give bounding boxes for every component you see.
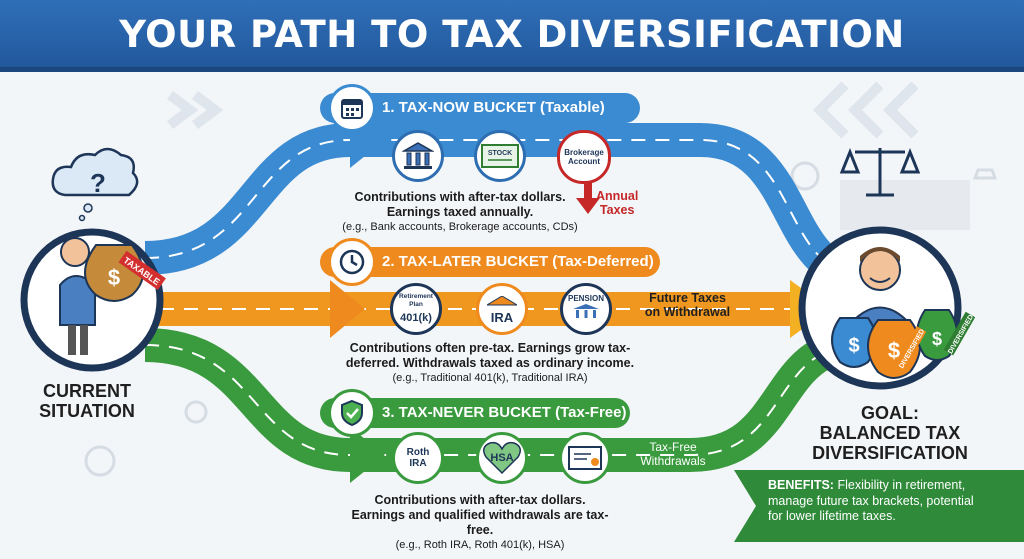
tax-now-main-1: Contributions with after-tax dollars. (354, 190, 566, 204)
tax-never-bucket-text: 3. TAX-NEVER BUCKET (Tax-Free) (382, 404, 627, 421)
tax-never-main-2: Earnings and qualified withdrawals are t… (351, 508, 609, 537)
tax-never-examples: (e.g., Roth IRA, Roth 401(k), HSA) (395, 539, 565, 551)
ira-icon: IRA (476, 283, 528, 335)
tax-never-bucket-label: 3. TAX-NEVER BUCKET (Tax-Free) (320, 389, 630, 437)
ira-label: IRA (490, 310, 514, 325)
pension-icon: PENSION (560, 283, 612, 335)
tax-later-description: Contributions often pre-tax. Earnings gr… (345, 341, 635, 385)
benefits-box: BENEFITS: Flexibility in retirement, man… (734, 470, 1024, 542)
hsa-heart-icon: HSA (476, 432, 528, 484)
shield-icon (328, 389, 376, 437)
retirement-plan-line-1: Retirement (399, 293, 433, 300)
clock-icon (328, 238, 376, 286)
tax-never-arrowhead (350, 427, 385, 483)
tax-now-bucket-label: 1. TAX-NOW BUCKET (Taxable) (320, 84, 640, 132)
benefits-heading: BENEFITS: (768, 478, 834, 492)
title-banner: YOUR PATH TO TAX DIVERSIFICATION (0, 0, 1024, 72)
calendar-icon (328, 84, 376, 132)
tax-free-line-1: Tax-Free (649, 440, 697, 454)
roth-line-1: Roth (406, 447, 430, 458)
goal-line-2: BALANCED TAX (819, 423, 961, 443)
person-icon (59, 237, 96, 355)
goal-backdrop (840, 180, 970, 230)
benefits-line-1: Flexibility in retirement, (833, 478, 966, 492)
tax-later-main-2: deferred. Withdrawals taxed as ordinary … (345, 356, 635, 370)
svg-text:$: $ (932, 329, 942, 349)
background-chevrons (167, 81, 919, 139)
scale-icon (839, 147, 921, 197)
brokerage-account-icon: Brokerage Account (557, 130, 611, 184)
tax-now-examples: (e.g., Bank accounts, Brokerage accounts… (342, 221, 578, 233)
retirement-plan-line-2: Plan (409, 301, 423, 308)
tax-never-description: Contributions with after-tax dollars. Ea… (345, 493, 615, 552)
roth-ira-icon: Roth IRA (392, 432, 444, 484)
retirement-401k-icon: Retirement Plan 401(k) (390, 283, 442, 335)
tax-now-main-2: Earnings taxed annually. (386, 205, 534, 219)
tax-later-bucket-text: 2. TAX-LATER BUCKET (Tax-Deferred) (382, 253, 654, 270)
tax-free-withdrawals-label: Tax-Free Withdrawals (628, 440, 718, 468)
tax-free-line-2: Withdrawals (640, 454, 706, 468)
question-cloud-icon: ? (51, 147, 139, 222)
svg-text:STOCK: STOCK (488, 150, 512, 157)
annual-taxes-label: Annual Taxes (596, 189, 638, 217)
k401-label: 401(k) (400, 312, 432, 324)
tax-now-description: Contributions with after-tax dollars. Ea… (340, 190, 580, 234)
tax-now-bucket-text: 1. TAX-NOW BUCKET (Taxable) (382, 99, 605, 116)
svg-text:$: $ (108, 265, 120, 290)
annual-taxes-arrow (576, 172, 600, 214)
certificate-icon (559, 432, 611, 484)
current-line-1: CURRENT (43, 381, 131, 401)
background-dollar-icons (84, 161, 998, 477)
benefits-line-2: manage future tax brackets, potential (768, 493, 974, 508)
benefits-line-3: for lower lifetime taxes. (768, 509, 896, 523)
current-situation-label: CURRENT SITUATION (12, 381, 162, 421)
brokerage-label-2: Account (567, 157, 600, 166)
tax-later-arrowhead-1 (330, 280, 365, 338)
future-taxes-line-2: on Withdrawal (644, 305, 731, 319)
tax-later-main-1: Contributions often pre-tax. Earnings gr… (349, 341, 631, 355)
question-mark: ? (90, 168, 106, 198)
diversified-money-bags-icon: $ $ $ (831, 309, 958, 379)
brokerage-label-1: Brokerage (564, 148, 604, 157)
goal-label: GOAL: BALANCED TAX DIVERSIFICATION (800, 403, 980, 463)
hsa-label: HSA (490, 452, 514, 464)
future-taxes-label: Future Taxes on Withdrawal (640, 291, 735, 319)
roth-line-2: IRA (409, 458, 427, 469)
goal-line-3: DIVERSIFICATION (812, 443, 968, 463)
svg-text:$: $ (848, 335, 859, 357)
goal-line-1: GOAL: (861, 403, 919, 423)
future-taxes-line-1: Future Taxes (649, 291, 726, 305)
svg-text:$: $ (888, 338, 900, 363)
pension-label: PENSION (567, 293, 604, 303)
tax-later-examples: (e.g., Traditional 401(k), Traditional I… (392, 372, 588, 384)
stock-certificate-icon: STOCK (474, 130, 526, 182)
bank-icon (392, 130, 444, 182)
current-line-2: SITUATION (39, 401, 135, 421)
annual-taxes-line-2: Taxes (599, 203, 635, 217)
annual-taxes-line-1: Annual (596, 189, 639, 203)
tax-later-bucket-label: 2. TAX-LATER BUCKET (Tax-Deferred) (320, 238, 660, 286)
page-title: YOUR PATH TO TAX DIVERSIFICATION (119, 13, 905, 56)
tax-never-main-1: Contributions with after-tax dollars. (374, 493, 586, 507)
